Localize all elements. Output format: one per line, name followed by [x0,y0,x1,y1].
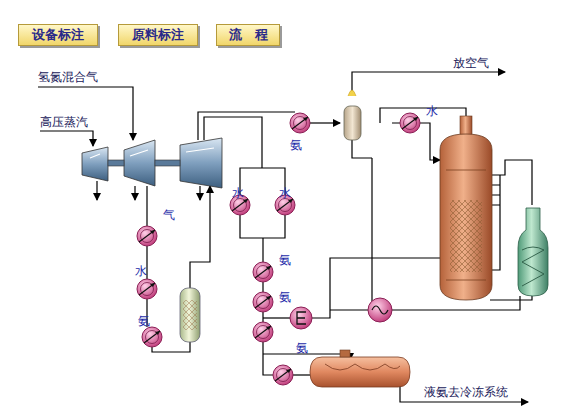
compressor [124,140,155,186]
menu-tab: 原料标注 [118,24,198,46]
pipe-lines [263,317,290,318]
top-separator [344,106,361,140]
heat-exchangers [290,113,310,133]
medium-label: 氨 [290,138,302,152]
heat-exchangers [253,292,273,312]
pipe-lines [199,186,200,200]
synthesis-tower [460,116,472,136]
stream-label: 放空气 [453,56,489,70]
pipe-lines [352,72,505,96]
stream-label: 液氨去冷冻系统 [424,385,508,399]
medium-label: 氨 [279,290,291,304]
top-separator [348,90,356,96]
synthesis-tower [440,116,492,300]
ammonia-separator [310,350,410,387]
medium-label: 水 [426,104,438,118]
pipe-lines [40,131,93,146]
heat-exchangers [137,113,420,385]
heat-exchangers [297,312,306,324]
heat-exchangers [290,307,312,329]
medium-label: 气 [163,208,175,222]
compressor [108,160,124,166]
heat-exchangers [273,365,293,385]
heat-exchangers [253,262,273,282]
compressor [155,160,180,166]
menu-tab: 流 程 [216,24,280,46]
menu-tab: 设备标注 [18,24,98,46]
stream-label: 高压蒸汽 [40,115,88,129]
ammonia-separator [325,364,400,370]
tab-text: 原料标注 [132,26,184,44]
stream-label: 氢氮混合气 [38,70,98,84]
pipe-lines [38,72,532,402]
compressor [82,147,108,181]
synthesis-tower [446,170,486,280]
synthesis-tower [440,134,492,300]
ammonia-column [518,208,548,296]
pipe-lines [134,186,135,200]
medium-label: 水 [279,186,291,200]
compressor [180,138,222,188]
ammonia-column [522,247,544,286]
pipe-lines [400,372,528,402]
heat-exchangers [137,279,157,299]
medium-label: 水 [232,186,244,200]
medium-label: 氨 [138,314,150,328]
pipe-lines [380,108,466,123]
compressor [90,148,214,158]
heat-exchangers [372,306,388,314]
medium-label: 氨 [296,341,308,355]
compressor [82,138,222,188]
pipe-lines [96,181,97,200]
pipe-lines [198,112,295,140]
heat-exchangers [137,226,157,246]
pipe-lines [330,309,368,310]
pipe-lines [240,215,285,263]
heat-exchangers [253,322,273,342]
pipe-lines [293,374,310,375]
left-vessel [183,300,197,330]
pipe-lines [371,158,372,305]
heat-exchangers [142,327,162,347]
ammonia-separator [310,357,410,387]
tab-text: 设备标注 [32,26,84,44]
ammonia-separator [340,350,350,357]
ammonia-column [518,208,548,296]
pipe-lines [310,122,340,123]
pipe-lines [38,87,133,140]
left-vessel [180,288,200,342]
medium-label: 氨 [279,253,291,267]
synthesis-tower [450,200,482,272]
tab-text: 流 程 [229,26,268,44]
heat-exchangers [400,113,420,133]
medium-label: 水 [135,264,147,278]
top-separator [344,90,361,140]
heat-exchangers [368,298,392,322]
pipe-lines [352,140,372,158]
left-vessel [180,288,200,342]
pipe-lines [190,186,210,290]
